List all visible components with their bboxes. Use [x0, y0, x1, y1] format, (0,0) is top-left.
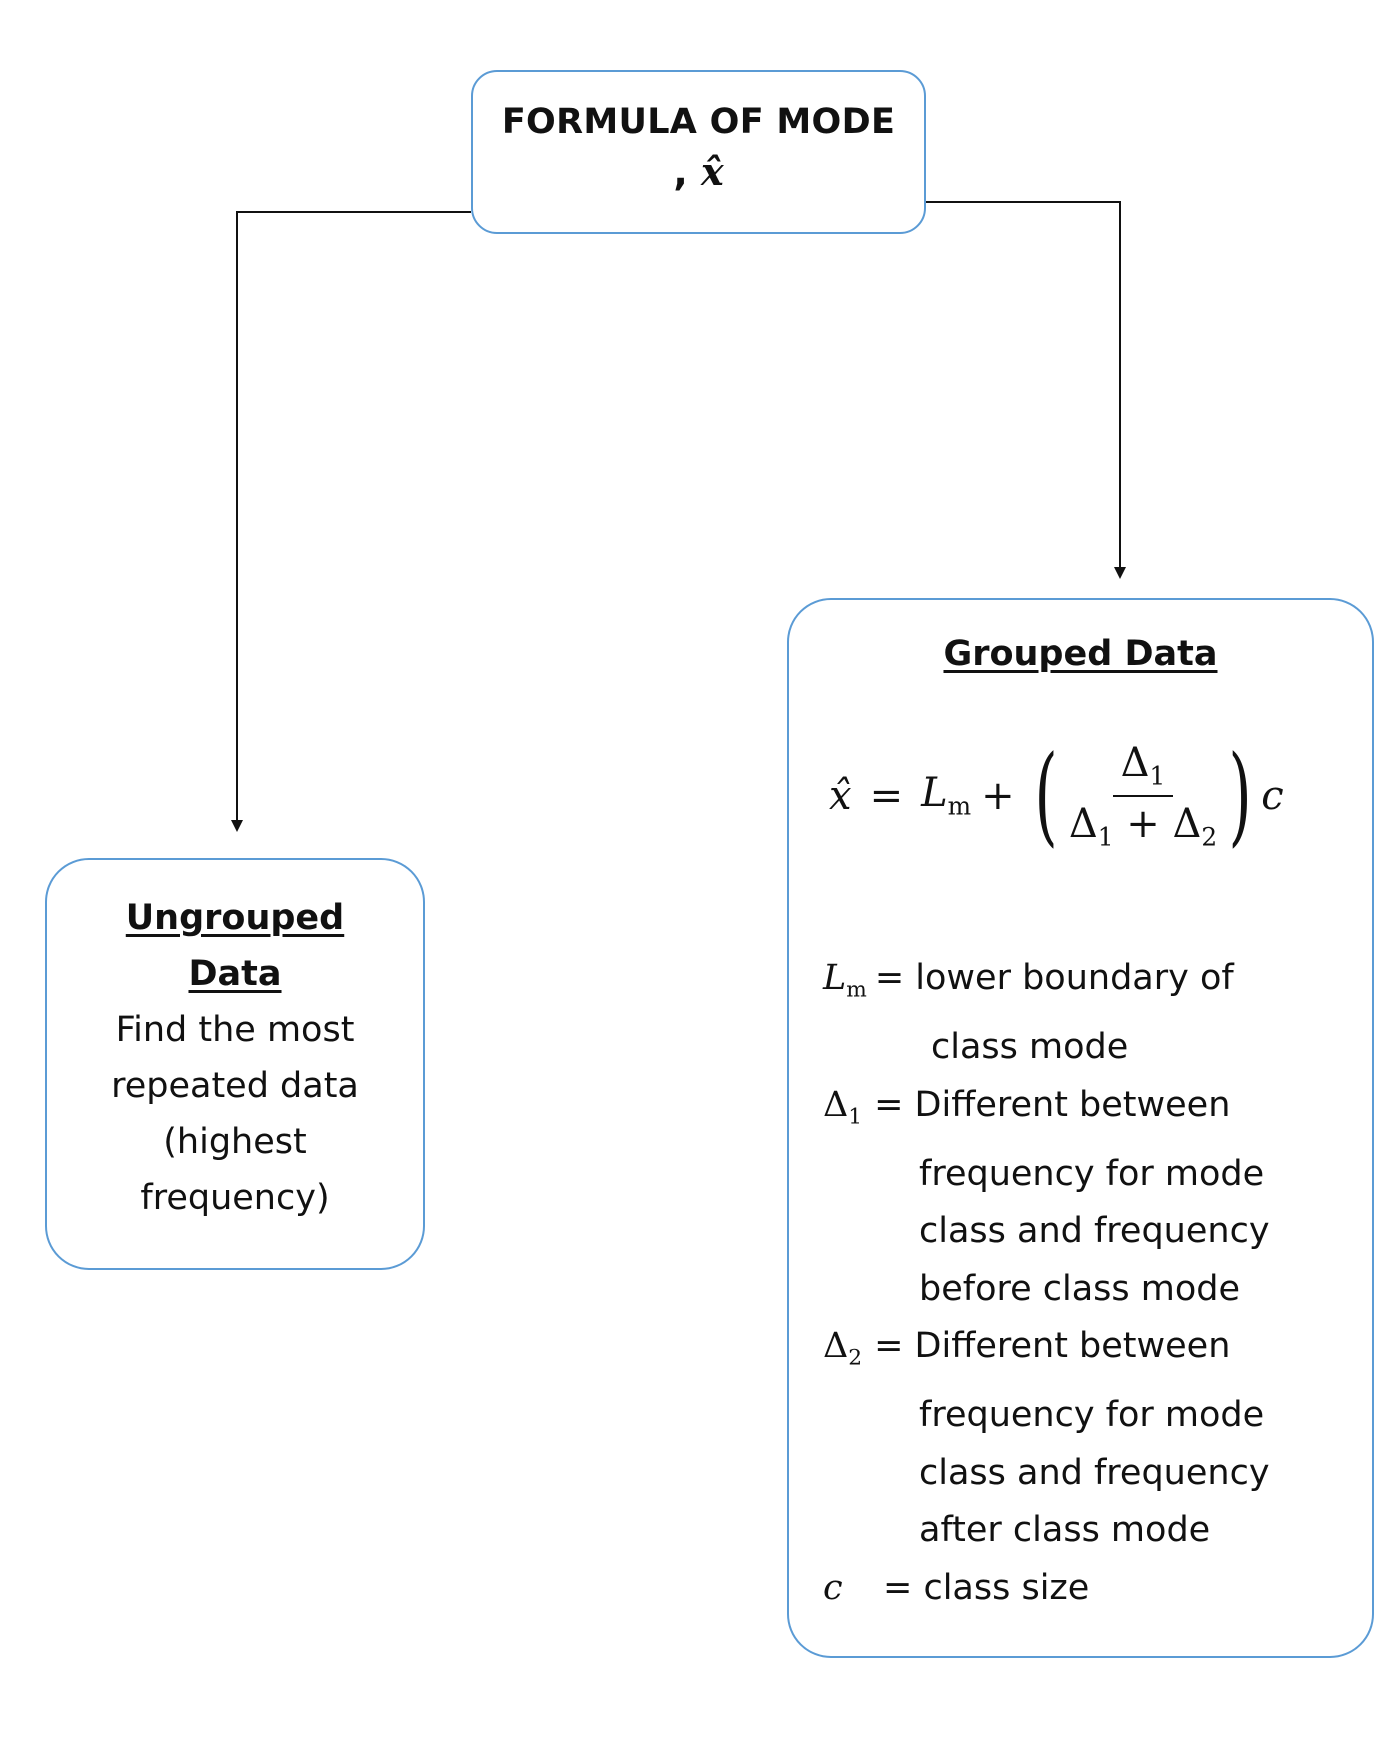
- ungrouped-node: Ungrouped Data Find the most repeated da…: [45, 858, 425, 1270]
- arrowhead-grouped: [1114, 567, 1126, 579]
- def-d2-line2: frequency for mode: [919, 1395, 1265, 1436]
- grouped-heading: Grouped Data: [943, 634, 1218, 674]
- grouped-node: Grouped Data x̂ = Lm + ( Δ1 Δ1 + Δ2 ) c …: [787, 598, 1374, 1658]
- def-d1-symbol: Δ1: [823, 1077, 862, 1146]
- right-paren: ): [1228, 732, 1252, 858]
- mode-formula: x̂ = Lm + ( Δ1 Δ1 + Δ2 ) c: [829, 740, 1284, 851]
- definition-c: c = class size: [823, 1560, 1270, 1618]
- def-c-line1: = class size: [883, 1567, 1090, 1608]
- def-d1-line4: before class mode: [919, 1268, 1241, 1309]
- den-delta-2: Δ: [1172, 800, 1202, 847]
- def-d2-sub: 2: [848, 1345, 863, 1371]
- den-delta-1: Δ: [1068, 800, 1098, 847]
- arrowhead-ungrouped: [231, 820, 243, 832]
- ungrouped-body-line: frequency): [140, 1178, 330, 1218]
- def-d1-line1: = Different between: [874, 1084, 1231, 1125]
- formula-fraction: Δ1 Δ1 + Δ2: [1061, 740, 1225, 851]
- num-delta-sub: 1: [1149, 761, 1166, 791]
- def-d2-letter: Δ: [823, 1326, 849, 1367]
- ungrouped-content: Ungrouped Data Find the most repeated da…: [47, 890, 423, 1226]
- def-d1-line3: class and frequency: [919, 1211, 1270, 1252]
- definition-delta1: Δ1 = Different between: [823, 1077, 1270, 1146]
- def-d2-line4: after class mode: [919, 1510, 1211, 1551]
- connector-to-grouped: [926, 201, 1121, 572]
- root-node: FORMULA OF MODE , x̂: [471, 70, 926, 234]
- left-paren: (: [1034, 732, 1058, 858]
- formula-equals: =: [869, 772, 904, 819]
- root-symbol-prefix: ,: [673, 150, 688, 194]
- formula-c: c: [1261, 772, 1284, 819]
- root-title: FORMULA OF MODE: [501, 102, 896, 142]
- def-d1-letter: Δ: [823, 1084, 849, 1125]
- num-delta: Δ: [1120, 740, 1150, 786]
- den-delta-2-sub: 2: [1201, 822, 1218, 852]
- def-d2-symbol: Δ2: [823, 1318, 862, 1387]
- connector-to-ungrouped: [236, 211, 471, 825]
- def-c-symbol: c: [823, 1567, 843, 1608]
- fraction-denominator: Δ1 + Δ2: [1061, 797, 1225, 852]
- def-lm-sub: m: [846, 977, 867, 1003]
- def-d1-line2: frequency for mode: [919, 1153, 1265, 1194]
- def-d1-sub: 1: [848, 1104, 863, 1130]
- formula-plus: +: [981, 772, 1015, 819]
- def-lm-symbol: Lm: [823, 950, 867, 1019]
- definition-lm: Lm = lower boundary of: [823, 950, 1270, 1019]
- ungrouped-body-line: repeated data: [111, 1066, 359, 1106]
- def-lm-line1: = lower boundary of: [874, 958, 1234, 998]
- root-symbol: , x̂: [473, 149, 924, 195]
- den-plus: +: [1126, 800, 1160, 847]
- formula-x-hat: x̂: [829, 772, 852, 819]
- formula-lm: Lm: [921, 770, 971, 821]
- formula-l-sub: m: [947, 792, 972, 821]
- formula-l: L: [921, 770, 948, 817]
- def-lm-line2: class mode: [931, 1027, 1129, 1068]
- ungrouped-heading-line2: Data: [188, 954, 282, 994]
- def-lm-letter: L: [823, 958, 847, 998]
- ungrouped-heading-line1: Ungrouped: [125, 898, 345, 938]
- fraction-numerator: Δ1: [1112, 740, 1174, 797]
- den-delta-1-sub: 1: [1097, 822, 1114, 852]
- ungrouped-body-line: Find the most: [115, 1010, 355, 1050]
- def-d2-line3: class and frequency: [919, 1452, 1270, 1493]
- definition-delta2: Δ2 = Different between: [823, 1318, 1270, 1387]
- def-d2-line1: = Different between: [874, 1326, 1231, 1367]
- ungrouped-body-line: (highest: [163, 1122, 307, 1162]
- x-hat-symbol: x̂: [701, 149, 724, 194]
- definitions-list: Lm = lower boundary of class mode Δ1 = D…: [823, 950, 1270, 1617]
